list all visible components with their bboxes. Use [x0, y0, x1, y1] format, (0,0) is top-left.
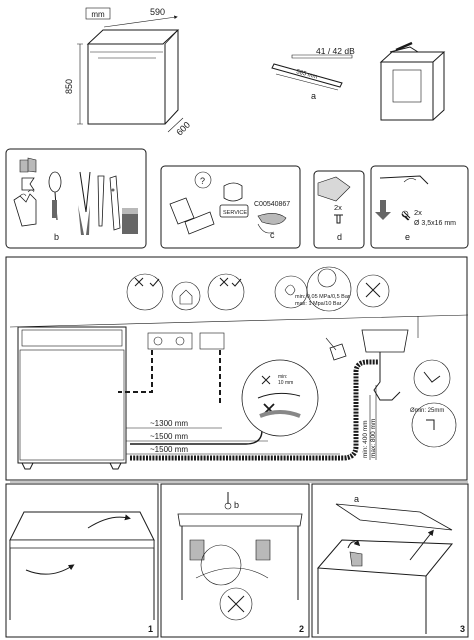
distance-1: ~1300 mm — [150, 419, 188, 428]
distance-3: ~1500 mm — [150, 445, 188, 454]
part-e-box — [370, 165, 469, 249]
step-3-label: a — [354, 494, 359, 504]
gap-label: min: — [278, 374, 287, 380]
label-c: c — [270, 230, 275, 240]
part-d-box — [313, 170, 365, 249]
label-e: e — [405, 232, 410, 242]
noise-strip-figure — [271, 41, 446, 121]
unit-box — [85, 7, 111, 20]
help-mark: ? — [200, 176, 205, 186]
dimension-figure — [77, 7, 184, 133]
installation-diagram — [5, 256, 469, 483]
step-3-panel — [311, 483, 469, 638]
label-d: d — [337, 232, 342, 242]
height-value: 850 — [64, 79, 74, 94]
part-e-qty: 2x — [414, 208, 422, 217]
part-d-qty: 2x — [334, 203, 342, 212]
drain-max: max: 800 mm — [370, 419, 377, 458]
label-a: a — [311, 91, 316, 101]
label-b: b — [54, 232, 59, 242]
strip-length: 585 mm — [295, 69, 318, 80]
distance-2: ~1500 mm — [150, 432, 188, 441]
siphon-min: Ømin: 25mm — [410, 408, 444, 414]
water-pressure-min: min: 0,05 MPa/0,5 Bar — [295, 294, 350, 300]
step-1-panel — [5, 483, 159, 638]
gap-value: 10 mm — [278, 380, 293, 386]
part-e-spec: Ø 3,5x16 mm — [414, 220, 456, 227]
water-pressure-max: max: 1 Mpa/10 Bar — [295, 301, 342, 307]
unit-label: mm — [91, 10, 105, 19]
drain-min: min: 400 mm — [362, 420, 369, 458]
step-3-number: 3 — [460, 624, 465, 634]
kit-box — [160, 165, 301, 249]
step-2-number: 2 — [299, 624, 304, 634]
step-1-number: 1 — [148, 624, 153, 634]
depth-value: 600 — [174, 120, 192, 138]
step-2-panel — [160, 483, 310, 638]
step-panels — [5, 483, 469, 638]
tools-box — [5, 148, 147, 249]
noise-level: 41 / 42 dB — [316, 46, 355, 56]
step-2-label: b — [234, 500, 239, 510]
kit-code: C00540867 — [254, 201, 290, 208]
service-label: SERVICE — [223, 210, 247, 216]
width-value: 590 — [150, 7, 165, 17]
